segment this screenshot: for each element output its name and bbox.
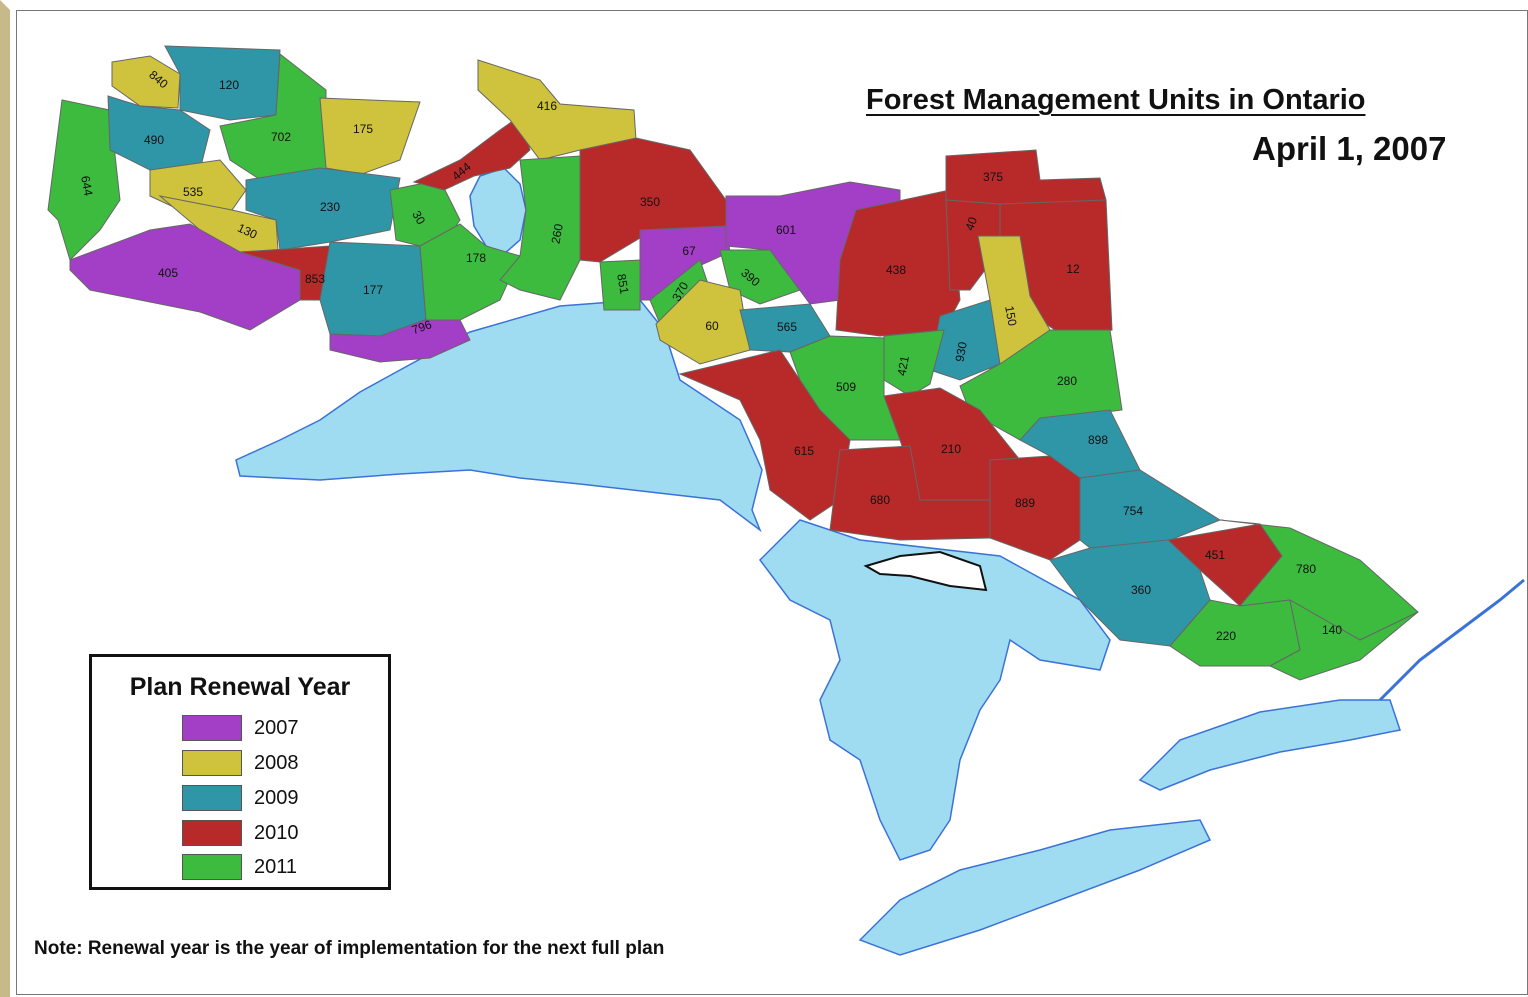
unit-label-60: 60 — [705, 319, 719, 333]
unit-120[interactable] — [164, 45, 281, 121]
forest-units — [47, 45, 1419, 681]
unit-490[interactable] — [107, 95, 211, 171]
unit-label-930: 930 — [953, 340, 970, 362]
unit-label-509: 509 — [836, 380, 856, 394]
unit-label-30: 30 — [409, 208, 428, 227]
legend-swatch — [182, 785, 242, 811]
map-title: Forest Management Units in Ontario — [866, 84, 1366, 116]
unit-label-175: 175 — [353, 122, 373, 136]
unit-853[interactable] — [239, 245, 331, 301]
unit-label-421: 421 — [895, 354, 912, 376]
legend: Plan Renewal Year 2007 2008 2009 2010 20… — [89, 654, 391, 890]
unit-label-898: 898 — [1088, 433, 1108, 447]
water-bodies — [235, 167, 1525, 956]
st-lawrence-river — [1378, 578, 1525, 702]
lake-huron — [759, 519, 1111, 861]
unit-label-796: 796 — [410, 317, 434, 337]
manitoulin-island — [863, 550, 988, 592]
unit-label-220: 220 — [1216, 629, 1236, 643]
unit-label-535: 535 — [183, 185, 203, 199]
unit-label-565: 565 — [777, 320, 797, 334]
unit-label-178: 178 — [466, 251, 486, 265]
unit-label-853: 853 — [305, 272, 325, 286]
legend-label: 2009 — [254, 787, 299, 809]
unit-label-140: 140 — [1322, 623, 1342, 637]
unit-label-680: 680 — [870, 493, 890, 507]
unit-label-375: 375 — [983, 170, 1003, 184]
unit-375[interactable] — [945, 149, 1107, 207]
unit-label-12: 12 — [1066, 262, 1080, 276]
unit-label-438: 438 — [886, 263, 906, 277]
unit-label-405: 405 — [158, 266, 178, 280]
unit-label-150: 150 — [1002, 305, 1019, 327]
unit-140[interactable] — [1268, 599, 1419, 681]
unit-label-490: 490 — [144, 133, 164, 147]
unit-label-754: 754 — [1123, 504, 1143, 518]
unit-label-451: 451 — [1205, 548, 1225, 562]
unit-label-230: 230 — [320, 200, 340, 214]
unit-label-615: 615 — [794, 444, 814, 458]
legend-swatch — [182, 820, 242, 846]
unit-label-260: 260 — [549, 222, 566, 244]
unit-label-350: 350 — [640, 195, 660, 209]
unit-175[interactable] — [319, 97, 421, 175]
legend-label: 2011 — [254, 856, 298, 878]
unit-label-120: 120 — [219, 78, 239, 92]
lake-erie — [858, 819, 1212, 956]
map-note: Note: Renewal year is the year of implem… — [34, 938, 665, 959]
legend-title: Plan Renewal Year — [129, 673, 351, 701]
unit-label-40: 40 — [962, 215, 980, 233]
map-date: April 1, 2007 — [1252, 130, 1447, 167]
legend-label: 2008 — [254, 752, 299, 774]
unit-label-360: 360 — [1131, 583, 1151, 597]
unit-405[interactable] — [69, 223, 301, 331]
lake-superior — [235, 299, 763, 533]
unit-label-889: 889 — [1015, 496, 1035, 510]
unit-label-601: 601 — [776, 223, 796, 237]
legend-swatch — [182, 715, 242, 741]
unit-label-644: 644 — [78, 175, 95, 197]
unit-840[interactable] — [111, 55, 181, 109]
unit-444[interactable] — [412, 115, 531, 191]
lake-ontario — [1138, 699, 1401, 791]
unit-label-416: 416 — [537, 99, 557, 113]
unit-label-177: 177 — [363, 283, 383, 297]
legend-label: 2007 — [254, 717, 299, 739]
unit-label-780: 780 — [1296, 562, 1316, 576]
unit-label-67: 67 — [682, 244, 696, 258]
unit-label-210: 210 — [941, 442, 961, 456]
unit-796[interactable] — [329, 317, 471, 363]
unit-851[interactable] — [599, 259, 641, 311]
unit-label-851: 851 — [614, 273, 631, 295]
legend-swatch — [182, 854, 242, 880]
unit-label-280: 280 — [1057, 374, 1077, 388]
unit-421[interactable] — [883, 329, 945, 397]
legend-label: 2010 — [254, 822, 299, 844]
legend-swatch — [182, 750, 242, 776]
unit-label-702: 702 — [271, 130, 291, 144]
